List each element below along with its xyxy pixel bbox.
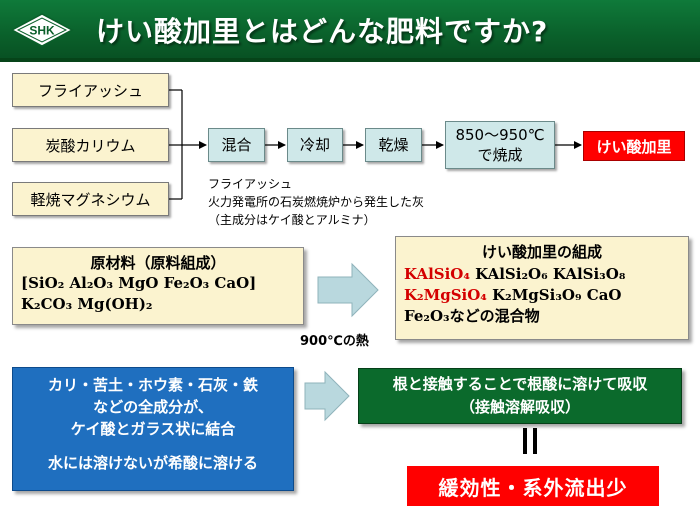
- composition-title: けい酸加里の組成: [481, 243, 602, 261]
- step-drying: 乾燥: [365, 128, 422, 162]
- composition-formula: Fe₂O₃: [404, 307, 450, 325]
- step-cooling: 冷却: [287, 128, 343, 162]
- process-arrow: [304, 370, 350, 422]
- composition-row-2: K₂MgSiO₄ K₂MgSi₃O₉ CaO: [404, 285, 680, 306]
- raw-materials-oxides: [SiO₂ Al₂O₃ MgO Fe₂O₃ CaO]: [21, 274, 257, 292]
- bonding-line-3: ケイ酸とガラス状に結合: [70, 420, 236, 438]
- page-title: けい酸加里とはどんな肥料ですか?: [96, 15, 549, 48]
- bonding-line-1: カリ・苦土・ホウ素・石灰・鉄: [47, 376, 258, 394]
- raw-materials-compounds: K₂CO₃ Mg(OH)₂: [21, 295, 153, 313]
- product-label: けい酸加里: [596, 137, 672, 156]
- raw-materials-box: 原材料（原料組成） [SiO₂ Al₂O₃ MgO Fe₂O₃ CaO] K₂C…: [12, 247, 304, 325]
- material-label: 炭酸カリウム: [45, 136, 136, 155]
- step-firing: 850～950℃ で焼成: [445, 121, 555, 169]
- absorption-line-2: （接触溶解吸収）: [459, 398, 580, 416]
- absorption-box: 根と接触することで根酸に溶けて吸収 （接触溶解吸収）: [358, 368, 682, 424]
- material-label: 軽焼マグネシウム: [30, 190, 151, 209]
- composition-formulas: KAlSi₂O₆ KAlSi₃O₈: [469, 265, 626, 283]
- composition-mixture-text: などの混合物: [449, 307, 540, 325]
- firing-temperature: 850～950℃: [455, 125, 545, 144]
- step-label: 混合: [221, 135, 252, 154]
- firing-label: で焼成: [477, 146, 523, 164]
- product-box: けい酸加里: [583, 131, 685, 161]
- result-box: 緩効性・系外流出少: [407, 466, 659, 506]
- bonding-line-2: などの全成分が、: [93, 398, 213, 416]
- material-magnesium: 軽焼マグネシウム: [12, 182, 169, 216]
- raw-materials-title: 原材料（原料組成）: [90, 254, 226, 272]
- composition-row-3: Fe₂O₃などの混合物: [404, 306, 680, 327]
- result-label: 緩効性・系外流出少: [438, 475, 628, 500]
- heat-arrow: [317, 262, 379, 318]
- step-mixing: 混合: [208, 128, 265, 162]
- composition-box: けい酸加里の組成 KAlSiO₄ KAlSi₂O₆ KAlSi₃O₈ K₂MgS…: [395, 236, 689, 340]
- composition-highlight: KAlSiO₄: [404, 265, 470, 283]
- composition-highlight: K₂MgSiO₄: [404, 286, 487, 304]
- material-potassium-carbonate: 炭酸カリウム: [12, 128, 169, 162]
- material-label: フライアッシュ: [37, 81, 143, 100]
- composition-formulas: K₂MgSi₃O₉ CaO: [486, 286, 622, 304]
- material-flyash: フライアッシュ: [12, 73, 169, 107]
- flyash-note: フライアッシュ 火力発電所の石炭燃焼炉から発生した灰 （主成分はケイ酸とアルミナ…: [208, 177, 425, 227]
- step-label: 冷却: [299, 135, 330, 154]
- shk-logo: SHK: [10, 13, 74, 47]
- bonding-box: カリ・苦土・ホウ素・石灰・鉄 などの全成分が、 ケイ酸とガラス状に結合 水には溶…: [12, 367, 294, 491]
- equals-sign: [523, 428, 537, 454]
- absorption-line-1: 根と接触することで根酸に溶けて吸収: [392, 375, 648, 393]
- title-bar: [0, 0, 700, 62]
- heat-label: 900℃の熱: [300, 334, 369, 349]
- bonding-line-4: 水には溶けないが希酸に溶ける: [47, 454, 258, 472]
- composition-row-1: KAlSiO₄ KAlSi₂O₆ KAlSi₃O₈: [404, 264, 680, 285]
- logo-text: SHK: [29, 24, 55, 38]
- step-label: 乾燥: [378, 135, 409, 154]
